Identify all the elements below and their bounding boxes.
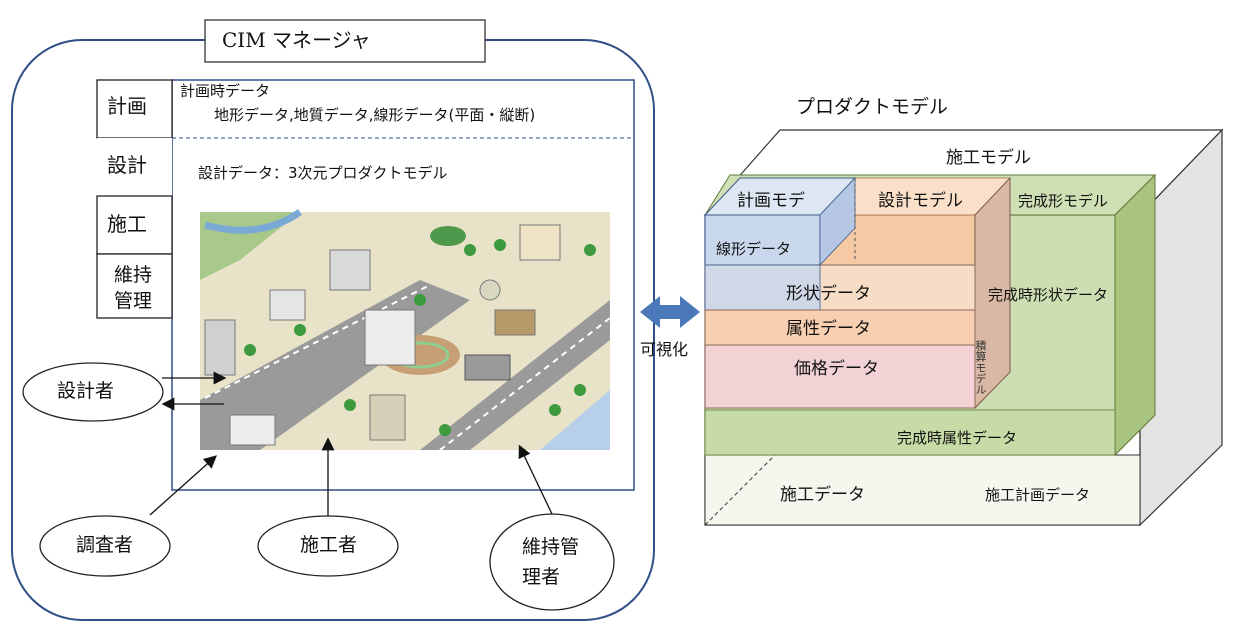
phase-construction: 施工 xyxy=(107,214,147,234)
phase-box-plan xyxy=(96,79,173,139)
maintainer-label: 維持管 理者 xyxy=(522,536,580,588)
design-model-label: 設計モデル xyxy=(878,191,963,211)
phase-plan-label: 計画 xyxy=(107,94,147,118)
phase-design: 設計 xyxy=(107,155,147,175)
alignment-data-label: 線形データ xyxy=(716,240,792,258)
plan-model-label: 計画モデ xyxy=(737,191,805,211)
builder-label: 施工者 xyxy=(300,534,358,556)
construction-plan-data-label: 施工計画データ xyxy=(985,486,1091,504)
completed-attribute-data-label: 完成時属性データ xyxy=(897,429,1018,447)
design-data-label: 設計データ：3次元プロダクトモデル xyxy=(198,164,448,182)
product-model-title: プロダクトモデル xyxy=(796,96,949,118)
surveyor-arrow xyxy=(149,455,217,516)
phase-maintenance: 維持 管理 xyxy=(114,264,153,312)
phase-construction-label: 施工 xyxy=(107,212,147,236)
construction-model-label: 施工モデル xyxy=(946,148,1031,168)
designer-ellipse xyxy=(22,362,164,422)
designer-label: 設計者 xyxy=(57,380,115,402)
shape-data-label: 形状データ xyxy=(786,284,871,304)
plan-data-title: 計画時データ xyxy=(180,82,271,100)
estimate-model-label: 積算モデル xyxy=(974,340,987,395)
maintainer-arrow xyxy=(518,444,553,515)
attribute-data-label: 属性データ xyxy=(786,319,871,339)
visualize-label: 可視化 xyxy=(640,340,689,359)
construction-data-label: 施工データ xyxy=(780,485,865,505)
phase-design-label: 設計 xyxy=(107,153,147,177)
city-illustration xyxy=(200,209,611,451)
phase-box-design xyxy=(97,138,172,196)
phase-box-maintenance xyxy=(96,253,173,319)
price-data-label: 価格データ xyxy=(794,359,879,379)
visualize-arrow xyxy=(640,296,700,328)
manager-title: CIM マネージャ xyxy=(222,28,371,52)
surveyor-label: 調査者 xyxy=(76,534,134,556)
product-model-box xyxy=(703,128,1224,527)
phase-box-construction xyxy=(96,195,173,255)
completed-model-label: 完成形モデル xyxy=(1018,192,1109,210)
phase-plan: 計画 xyxy=(107,96,147,116)
completed-shape-data-label: 完成時形状データ xyxy=(988,286,1109,304)
plan-data-detail: 地形データ,地質データ,線形データ(平面・縦断) xyxy=(214,106,536,124)
surveyor-ellipse xyxy=(39,515,171,577)
manager-title-box xyxy=(204,19,486,63)
